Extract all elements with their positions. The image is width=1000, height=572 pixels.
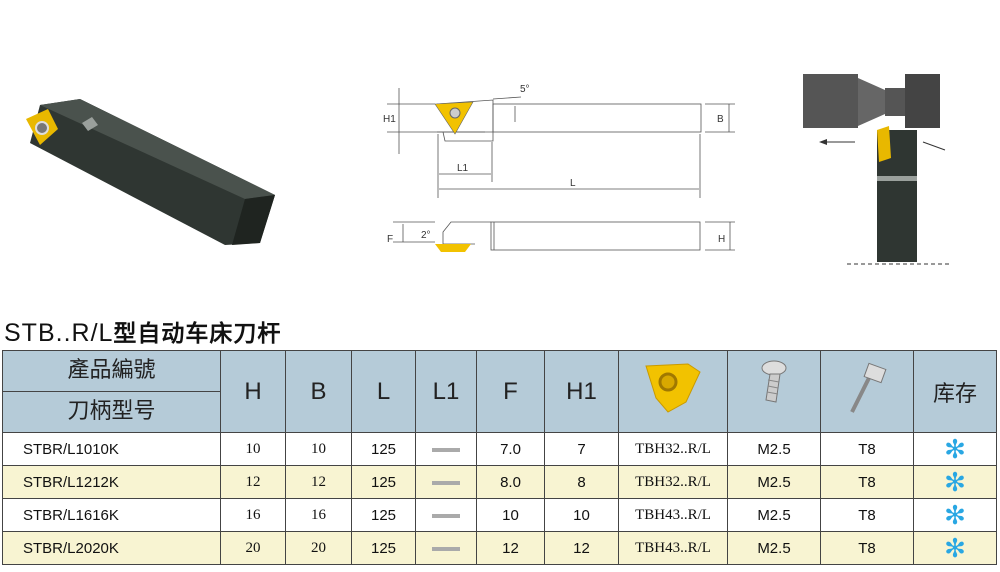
cell-stock: ✻ xyxy=(913,498,997,532)
cell-l1 xyxy=(415,465,477,499)
dim-angle-top-label: 5° xyxy=(520,84,530,95)
dim-l1-label: L1 xyxy=(457,163,469,174)
cell-model: STBR/L1212K xyxy=(2,465,221,499)
insert-icon xyxy=(645,363,701,413)
cell-l1 xyxy=(415,531,477,565)
header-stock: 库存 xyxy=(913,350,997,433)
cell-insert: TBH32..R/L xyxy=(618,465,728,499)
machining-illustration xyxy=(803,74,950,265)
cell-screw: M2.5 xyxy=(727,498,821,532)
cell-l1 xyxy=(415,432,477,466)
cell-h1: 7 xyxy=(544,432,619,466)
cell-model: STBR/L1616K xyxy=(2,498,221,532)
header-key xyxy=(820,350,914,433)
header-h1: H1 xyxy=(544,350,619,433)
cell-h: 16 xyxy=(220,498,286,532)
cell-stock: ✻ xyxy=(913,531,997,565)
cell-l: 125 xyxy=(351,432,416,466)
cell-l: 125 xyxy=(351,498,416,532)
tool-holder-3d-image xyxy=(26,99,275,245)
cell-key: T8 xyxy=(820,465,914,499)
cell-h: 10 xyxy=(220,432,286,466)
dim-h1-label: H1 xyxy=(383,114,396,125)
cell-insert: TBH32..R/L xyxy=(618,432,728,466)
header-screw xyxy=(727,350,821,433)
cell-h: 20 xyxy=(220,531,286,565)
header-l1: L1 xyxy=(415,350,477,433)
dash-mark xyxy=(432,447,460,452)
dim-angle-side-label: 2° xyxy=(421,230,431,241)
cell-h: 12 xyxy=(220,465,286,499)
cell-l: 125 xyxy=(351,531,416,565)
cell-b: 12 xyxy=(285,465,352,499)
dash-mark xyxy=(432,513,460,518)
cell-key: T8 xyxy=(820,531,914,565)
header-l: L xyxy=(351,350,416,433)
dim-f-label: F xyxy=(387,234,393,245)
header-f: F xyxy=(476,350,545,433)
screw-icon xyxy=(761,360,787,403)
cell-f: 7.0 xyxy=(476,432,545,466)
cell-key: T8 xyxy=(820,432,914,466)
cell-screw: M2.5 xyxy=(727,432,821,466)
cell-f: 8.0 xyxy=(476,465,545,499)
dim-h-label: H xyxy=(718,234,725,245)
dash-mark xyxy=(432,546,460,551)
title-name: 型自动车床刀杆 xyxy=(113,321,282,347)
dim-b-label: B xyxy=(717,114,724,125)
dimension-drawing: H1 5° B L1 L F 2° H xyxy=(383,84,735,252)
cell-insert: TBH43..R/L xyxy=(618,531,728,565)
header-model: 產品編號 刀柄型号 xyxy=(2,350,221,433)
cell-f: 10 xyxy=(476,498,545,532)
page-title: STB..R/L型自动车床刀杆 xyxy=(4,314,281,348)
cell-model: STBR/L1010K xyxy=(2,432,221,466)
cell-h1: 10 xyxy=(544,498,619,532)
cell-h1: 8 xyxy=(544,465,619,499)
cell-l1 xyxy=(415,498,477,532)
cell-stock: ✻ xyxy=(913,432,997,466)
title-code: STB..R/L xyxy=(4,319,114,347)
dim-l-label: L xyxy=(570,178,576,189)
cell-insert: TBH43..R/L xyxy=(618,498,728,532)
header-b: B xyxy=(285,350,352,433)
torx-key-icon xyxy=(850,362,887,413)
cell-key: T8 xyxy=(820,498,914,532)
cell-l: 125 xyxy=(351,465,416,499)
cell-b: 16 xyxy=(285,498,352,532)
dash-mark xyxy=(432,480,460,485)
header-holder-model: 刀柄型号 xyxy=(67,399,156,424)
cell-model: STBR/L2020K xyxy=(2,531,221,565)
cell-b: 20 xyxy=(285,531,352,565)
cell-h1: 12 xyxy=(544,531,619,565)
header-h: H xyxy=(220,350,286,433)
cell-b: 10 xyxy=(285,432,352,466)
table-header-row: 產品編號 刀柄型号 H B L L1 F H1 库存 xyxy=(2,350,997,433)
cell-f: 12 xyxy=(476,531,545,565)
cell-screw: M2.5 xyxy=(727,465,821,499)
cell-stock: ✻ xyxy=(913,465,997,499)
header-product-no: 產品編號 xyxy=(3,351,220,392)
header-insert xyxy=(618,350,728,433)
cell-screw: M2.5 xyxy=(727,531,821,565)
